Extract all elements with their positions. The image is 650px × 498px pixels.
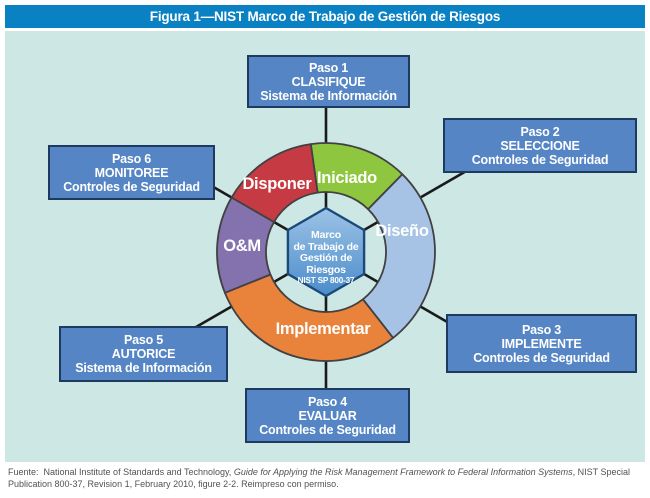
step-action: EVALUAR xyxy=(298,408,357,423)
step-target: Controles de Seguridad xyxy=(473,350,610,365)
step-number: Paso 6 xyxy=(111,151,152,166)
figure-title-bar: Figura 1—NIST Marco de Trabajo de Gestió… xyxy=(5,5,645,28)
step-action: MONITOREE xyxy=(94,165,169,180)
step-number: Paso 2 xyxy=(520,124,560,139)
source-note-suffix: , NIST Special Publication 800-37, Revis… xyxy=(8,467,630,490)
step-target: Controles de Seguridad xyxy=(259,422,396,437)
step-number: Paso 4 xyxy=(307,394,348,409)
step-box-paso-3: Paso 3 IMPLEMENTE Controles de Seguridad xyxy=(446,314,637,373)
step-number: Paso 1 xyxy=(308,60,349,75)
step-number: Paso 5 xyxy=(123,333,164,347)
step-action: AUTORICE xyxy=(111,347,176,361)
step-box-paso-5: Paso 5 AUTORICE Sistema de Información xyxy=(59,326,228,382)
source-note-prefix: Fuente: National Institute of Standards … xyxy=(8,467,234,477)
step-target: Controles de Seguridad xyxy=(471,152,609,167)
figure-title: Figura 1—NIST Marco de Trabajo de Gestió… xyxy=(149,9,501,24)
step-target: Controles de Seguridad xyxy=(63,179,200,194)
step-number: Paso 3 xyxy=(521,322,562,337)
source-note: Fuente: National Institute of Standards … xyxy=(8,466,642,490)
step-target: Sistema de Información xyxy=(260,88,397,103)
step-action: SELECCIONE xyxy=(500,138,580,153)
step-action: IMPLEMENTE xyxy=(501,336,582,351)
source-note-title-italic: Guide for Applying the Risk Management F… xyxy=(233,467,573,477)
step-box-paso-2: Paso 2 SELECCIONE Controles de Seguridad xyxy=(443,118,637,173)
step-box-paso-1: Paso 1 CLASIFIQUE Sistema de Información xyxy=(247,55,410,108)
step-box-paso-6: Paso 6 MONITOREE Controles de Seguridad xyxy=(48,145,215,200)
step-target: Sistema de Información xyxy=(75,361,212,375)
step-box-paso-4: Paso 4 EVALUAR Controles de Seguridad xyxy=(245,388,410,443)
step-action: CLASIFIQUE xyxy=(291,74,366,89)
